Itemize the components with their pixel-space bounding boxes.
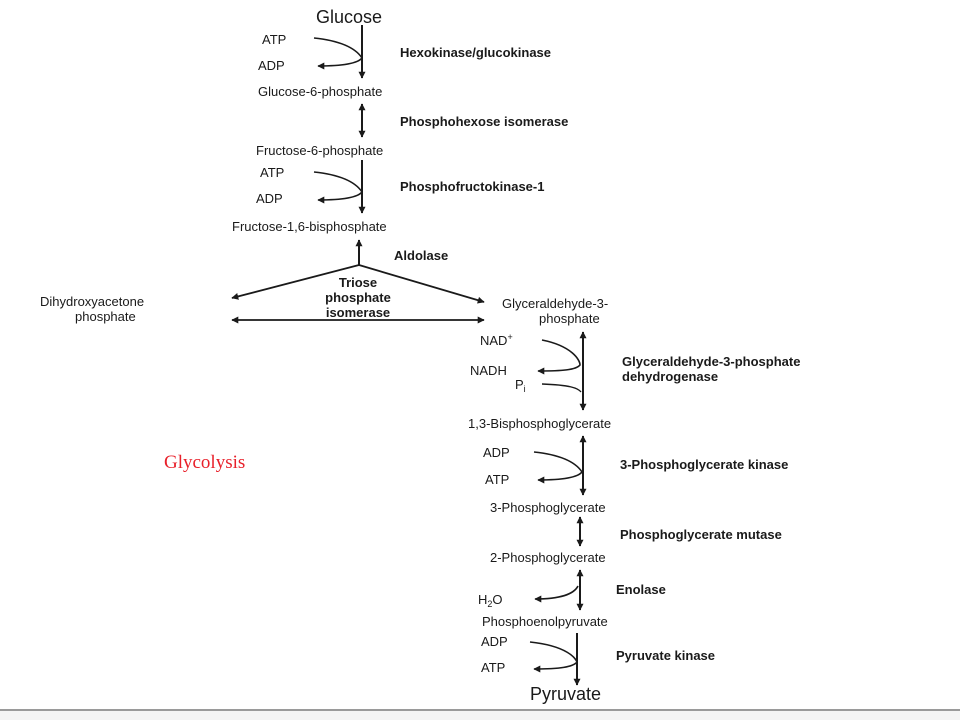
cofactor-water-o: O [492,592,502,607]
cofactor-atp-in: ATP [260,165,284,180]
cofactor-adp-in: ADP [481,634,508,649]
step-pgk-arrow [533,435,587,496]
enzyme-tpi-line-1: Triose [339,275,377,290]
metabolite-g3p-line-2: phosphate [539,311,600,326]
metabolite-glucose-6-phosphate: Glucose-6-phosphate [258,84,382,99]
step-enolase-arrow [534,569,584,611]
metabolite-glucose: Glucose [316,7,382,27]
cofactor-pi-base: P [515,377,524,392]
cofactor-nadh-out: NADH [470,363,507,378]
slide-caption: Glycolysis [164,452,246,473]
cofactor-pi-in: Pi [515,377,526,394]
step-pfk-arrow [313,160,366,214]
enzyme-pyruvate-kinase: Pyruvate kinase [616,648,715,663]
metabolite-g3p-line-1: Glyceraldehyde-3- [502,296,608,311]
metabolite-fructose-1-6-bisphosphate: Fructose-1,6-bisphosphate [232,219,387,234]
cofactor-water-out: H2O [478,592,503,609]
cofactor-nad-in: NAD+ [480,332,513,348]
enzyme-aldolase: Aldolase [394,248,448,263]
metabolite-dhap-line-2: phosphate [75,309,136,324]
step-gapdh-arrow [537,331,587,411]
cofactor-adp-in: ADP [483,445,510,460]
cofactor-water-subscript: 2 [487,599,492,609]
metabolite-2-phosphoglycerate: 2-Phosphoglycerate [490,550,606,565]
cofactor-atp-out: ATP [485,472,509,487]
metabolite-3-phosphoglycerate: 3-Phosphoglycerate [490,500,606,515]
cofactor-nad-superscript: + [507,332,512,342]
cofactor-nad-base: NAD [480,333,507,348]
enzyme-phosphoglycerate-kinase: 3-Phosphoglycerate kinase [620,457,788,472]
cofactor-pi-subscript: i [524,384,526,394]
cofactor-atp-out: ATP [481,660,505,675]
enzyme-phosphofructokinase: Phosphofructokinase-1 [400,179,544,194]
footer-band [0,711,960,720]
cofactor-atp-in: ATP [262,32,286,47]
enzyme-phosphohexose-isomerase: Phosphohexose isomerase [400,114,568,129]
metabolite-dhap-line-1: Dihydroxyacetone [40,294,144,309]
metabolite-fructose-6-phosphate: Fructose-6-phosphate [256,143,383,158]
enzyme-tpi-line-3: isomerase [326,305,390,320]
cofactor-adp-out: ADP [256,191,283,206]
enzyme-gapdh-line-1: Glyceraldehyde-3-phosphate [622,354,800,369]
step-pk-arrow [529,633,581,686]
footer-divider [0,709,960,711]
step-hexokinase-arrow [313,25,366,79]
enzyme-tpi-line-2: phosphate [325,290,391,305]
metabolite-1-3-bisphosphoglycerate: 1,3-Bisphosphoglycerate [468,416,611,431]
aldolase-split-arrows [231,264,485,304]
cofactor-water-h: H [478,592,487,607]
metabolite-pyruvate: Pyruvate [530,684,601,704]
enzyme-enolase: Enolase [616,582,666,597]
cofactor-adp-out: ADP [258,58,285,73]
enzyme-gapdh-line-2: dehydrogenase [622,369,718,384]
metabolite-phosphoenolpyruvate: Phosphoenolpyruvate [482,614,608,629]
enzyme-phosphoglycerate-mutase: Phosphoglycerate mutase [620,527,782,542]
enzyme-hexokinase: Hexokinase/glucokinase [400,45,551,60]
